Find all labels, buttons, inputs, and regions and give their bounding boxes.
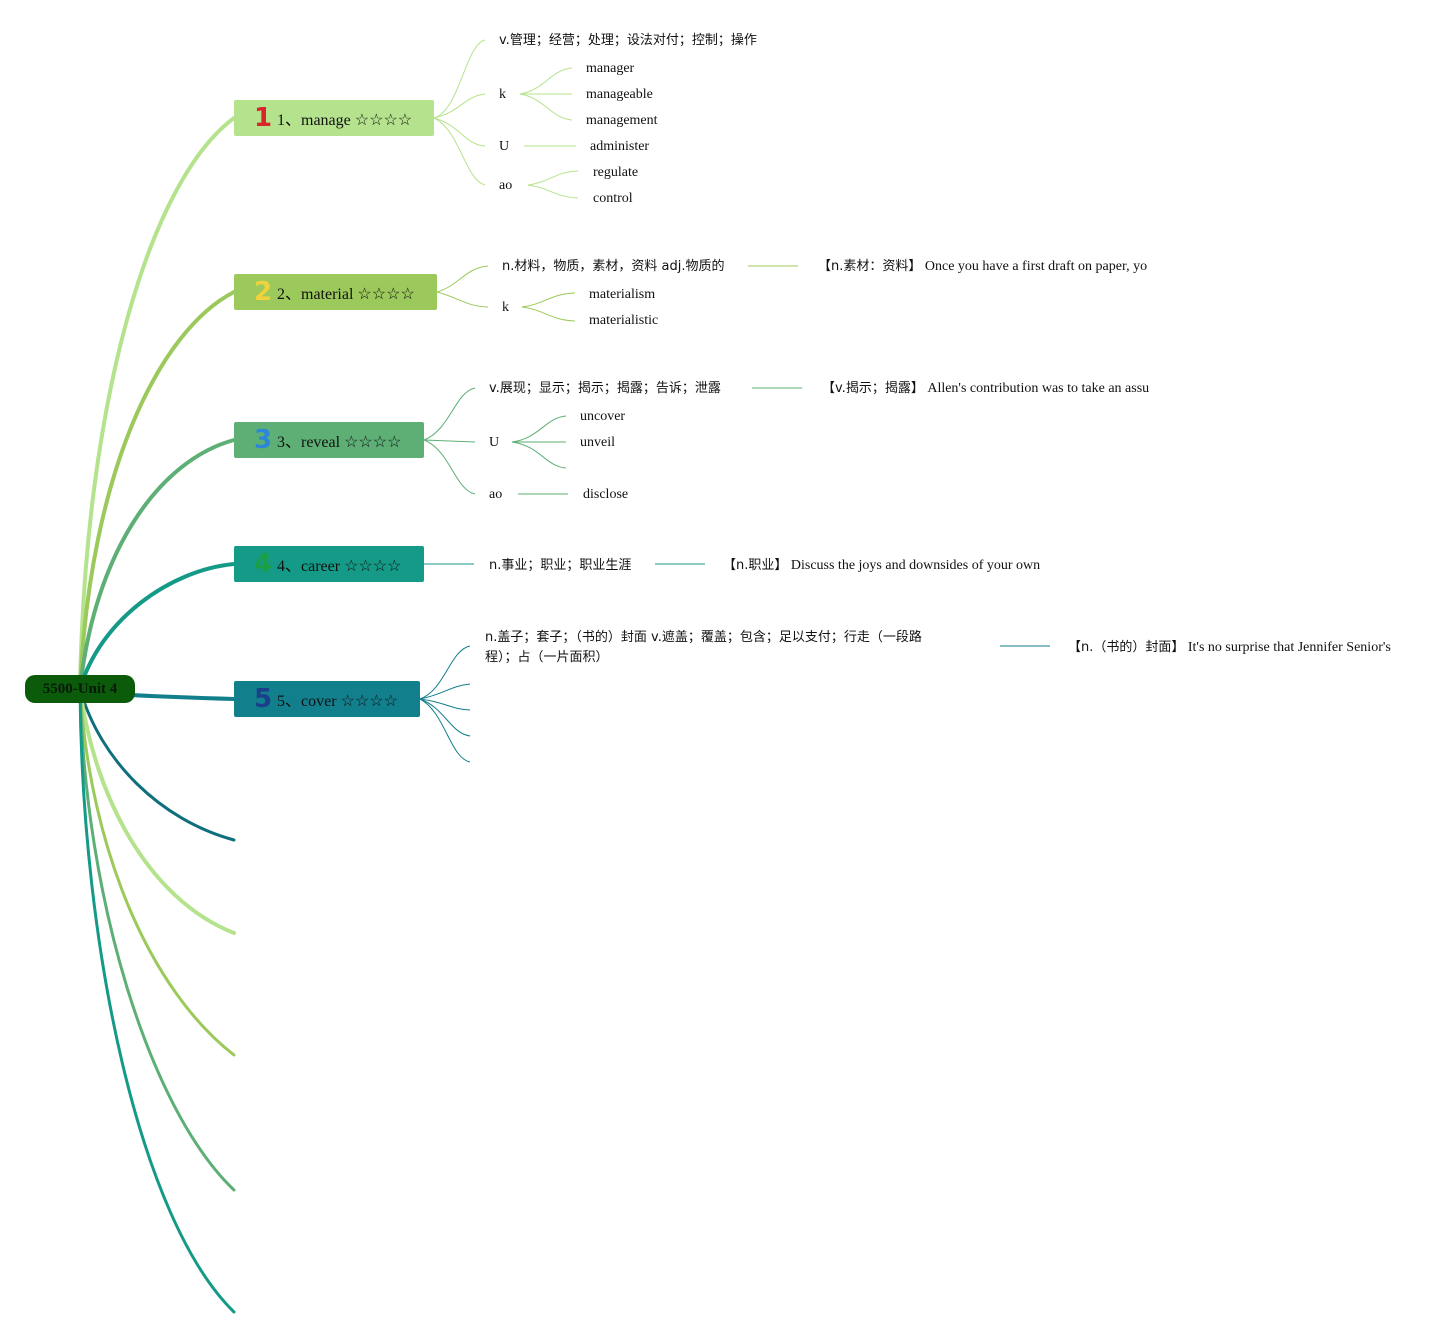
definition-node[interactable]: n.事业；职业；职业生涯 <box>489 558 632 573</box>
word-node[interactable]: unveil <box>580 435 615 450</box>
topic-reveal[interactable]: 3 3、reveal ☆☆☆☆ <box>234 422 424 458</box>
word-node[interactable]: administer <box>590 139 650 154</box>
number-badge-icon: 3 <box>253 425 273 455</box>
branch-line-7 <box>78 687 236 935</box>
example-note[interactable]: 【n.素材：资料】 Once you have a first draft on… <box>818 257 1147 277</box>
branch-line-8 <box>78 687 236 1057</box>
u-node[interactable]: U <box>499 139 510 154</box>
ao-node[interactable]: ao <box>499 178 513 193</box>
topic-career[interactable]: 4 4、career ☆☆☆☆ <box>234 546 424 582</box>
u-node[interactable]: U <box>489 435 500 450</box>
word-node[interactable]: manageable <box>586 87 653 102</box>
word-node[interactable]: management <box>586 113 658 128</box>
example-note[interactable]: 【n.职业】 Discuss the joys and downsides of… <box>723 556 1040 576</box>
note-example: It's no surprise that Jennifer Senior's <box>1187 640 1391 655</box>
example-note[interactable]: 【n.（书的）封面】 It's no surprise that Jennife… <box>1068 638 1391 658</box>
definition-line-1[interactable]: n.盖子；套子；（书的）封面 v.遮盖；覆盖；包含；足以支付；行走（一段路 <box>485 630 922 645</box>
word-node[interactable]: uncover <box>580 409 626 424</box>
word-node[interactable]: regulate <box>593 165 639 180</box>
note-label: 【n.职业】 <box>723 558 788 573</box>
note-example: Once you have a first draft on paper, yo <box>924 259 1148 274</box>
example-note[interactable]: 【v.揭示；揭露】 Allen's contribution was to ta… <box>822 379 1149 399</box>
branch-line-6 <box>78 687 236 842</box>
definition-node[interactable]: v.管理；经营；处理；设法对付；控制；操作 <box>499 33 757 48</box>
note-label: 【v.揭示；揭露】 <box>822 381 924 396</box>
topic-cover[interactable]: 5 5、cover ☆☆☆☆ <box>234 681 420 717</box>
branch-line-5 <box>128 693 236 701</box>
number-badge-icon: 2 <box>253 277 273 307</box>
word-node[interactable]: disclose <box>583 487 629 502</box>
topic-label: 5、cover ☆☆☆☆ <box>277 693 398 710</box>
number-badge-icon: 4 <box>253 549 273 579</box>
k-node[interactable]: k <box>502 300 509 315</box>
topic-label: 3、reveal ☆☆☆☆ <box>277 434 402 451</box>
definition-node[interactable]: n.材料，物质，素材，资料 adj.物质的 <box>502 259 725 274</box>
topic-label: 2、material ☆☆☆☆ <box>277 286 415 303</box>
topic-manage[interactable]: 1 1、manage ☆☆☆☆ <box>234 100 434 136</box>
note-example: Allen's contribution was to take an assu <box>927 381 1150 396</box>
definition-node[interactable]: v.展现；显示；揭示；揭露；告诉；泄露 <box>489 381 721 396</box>
branch-line-10 <box>78 687 236 1314</box>
ao-node[interactable]: ao <box>489 487 503 502</box>
branch-line-4 <box>78 562 236 691</box>
number-badge-icon: 1 <box>253 103 273 133</box>
definition-line-2[interactable]: 程）；占（一片面积） <box>485 650 609 665</box>
word-node[interactable]: control <box>593 191 633 206</box>
branch-line-2 <box>78 290 236 691</box>
note-label: 【n.（书的）封面】 <box>1068 640 1185 655</box>
number-badge-icon: 5 <box>253 684 273 714</box>
root-node[interactable]: 5500-Unit 4 <box>25 675 135 703</box>
branch-line-3 <box>78 438 236 691</box>
word-node[interactable]: materialism <box>589 287 656 302</box>
topic-label: 1、manage ☆☆☆☆ <box>277 112 413 129</box>
note-label: 【n.素材：资料】 <box>818 259 922 274</box>
word-node[interactable]: manager <box>586 61 635 76</box>
word-node[interactable]: materialistic <box>589 313 659 328</box>
topic-label: 4、career ☆☆☆☆ <box>277 558 402 575</box>
topic-material[interactable]: 2 2、material ☆☆☆☆ <box>234 274 437 310</box>
k-node[interactable]: k <box>499 87 506 102</box>
note-example: Discuss the joys and downsides of your o… <box>790 558 1041 573</box>
branch-line-1 <box>78 116 236 691</box>
branch-line-9 <box>78 687 236 1192</box>
